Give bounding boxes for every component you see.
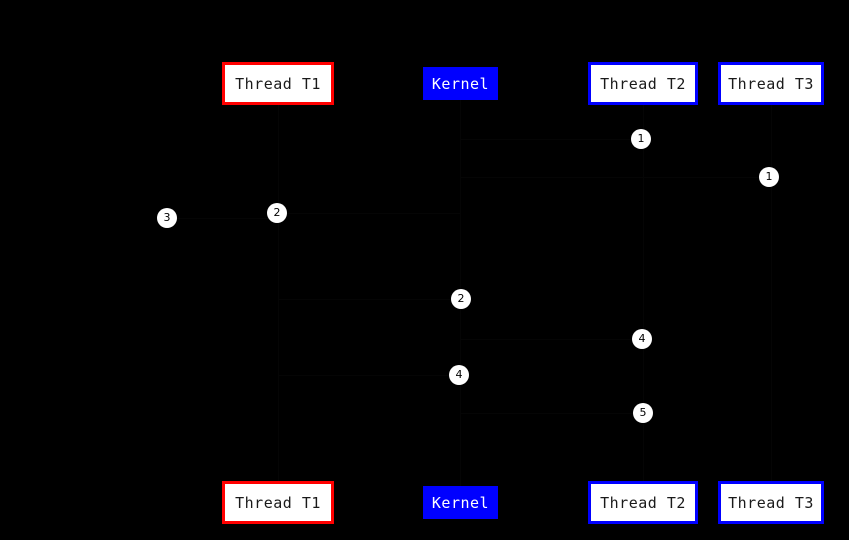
participant-label: Thread T3: [728, 493, 814, 512]
participant-label: Kernel: [431, 493, 490, 512]
participant-thread-t3-top[interactable]: Thread T3: [718, 62, 824, 105]
msg-4: [167, 218, 278, 219]
participant-thread-t3-bottom[interactable]: Thread T3: [718, 481, 824, 524]
badge-left-3: 3: [157, 208, 177, 228]
msg-7: [278, 375, 460, 376]
msg-2: [460, 177, 771, 178]
participant-thread-t1-top[interactable]: Thread T1: [222, 62, 334, 105]
participant-label: Thread T1: [235, 493, 321, 512]
participant-label: Thread T1: [235, 74, 321, 93]
badge-kernel-4: 4: [449, 365, 469, 385]
badge-t3-1: 1: [759, 167, 779, 187]
badge-kernel-2: 2: [451, 289, 471, 309]
badge-t2-1: 1: [631, 129, 651, 149]
badge-t1-2: 2: [267, 203, 287, 223]
msg-5: [278, 299, 460, 300]
participant-label: Thread T2: [600, 493, 686, 512]
participant-label: Kernel: [431, 74, 490, 93]
lifeline-thread-t1: [278, 105, 279, 481]
msg-1: [460, 139, 643, 140]
lifeline-thread-t2: [643, 105, 644, 481]
badge-t2-5: 5: [633, 403, 653, 423]
participant-label: Thread T2: [600, 74, 686, 93]
participant-kernel-bottom[interactable]: Kernel: [423, 486, 498, 519]
msg-6: [460, 339, 643, 340]
participant-label: Thread T3: [728, 74, 814, 93]
participant-thread-t2-bottom[interactable]: Thread T2: [588, 481, 698, 524]
badge-t2-4: 4: [632, 329, 652, 349]
participant-thread-t1-bottom[interactable]: Thread T1: [222, 481, 334, 524]
participant-kernel-top[interactable]: Kernel: [423, 67, 498, 100]
lifeline-thread-t3: [771, 105, 772, 481]
participant-thread-t2-top[interactable]: Thread T2: [588, 62, 698, 105]
msg-8: [460, 413, 643, 414]
msg-3: [278, 213, 460, 214]
